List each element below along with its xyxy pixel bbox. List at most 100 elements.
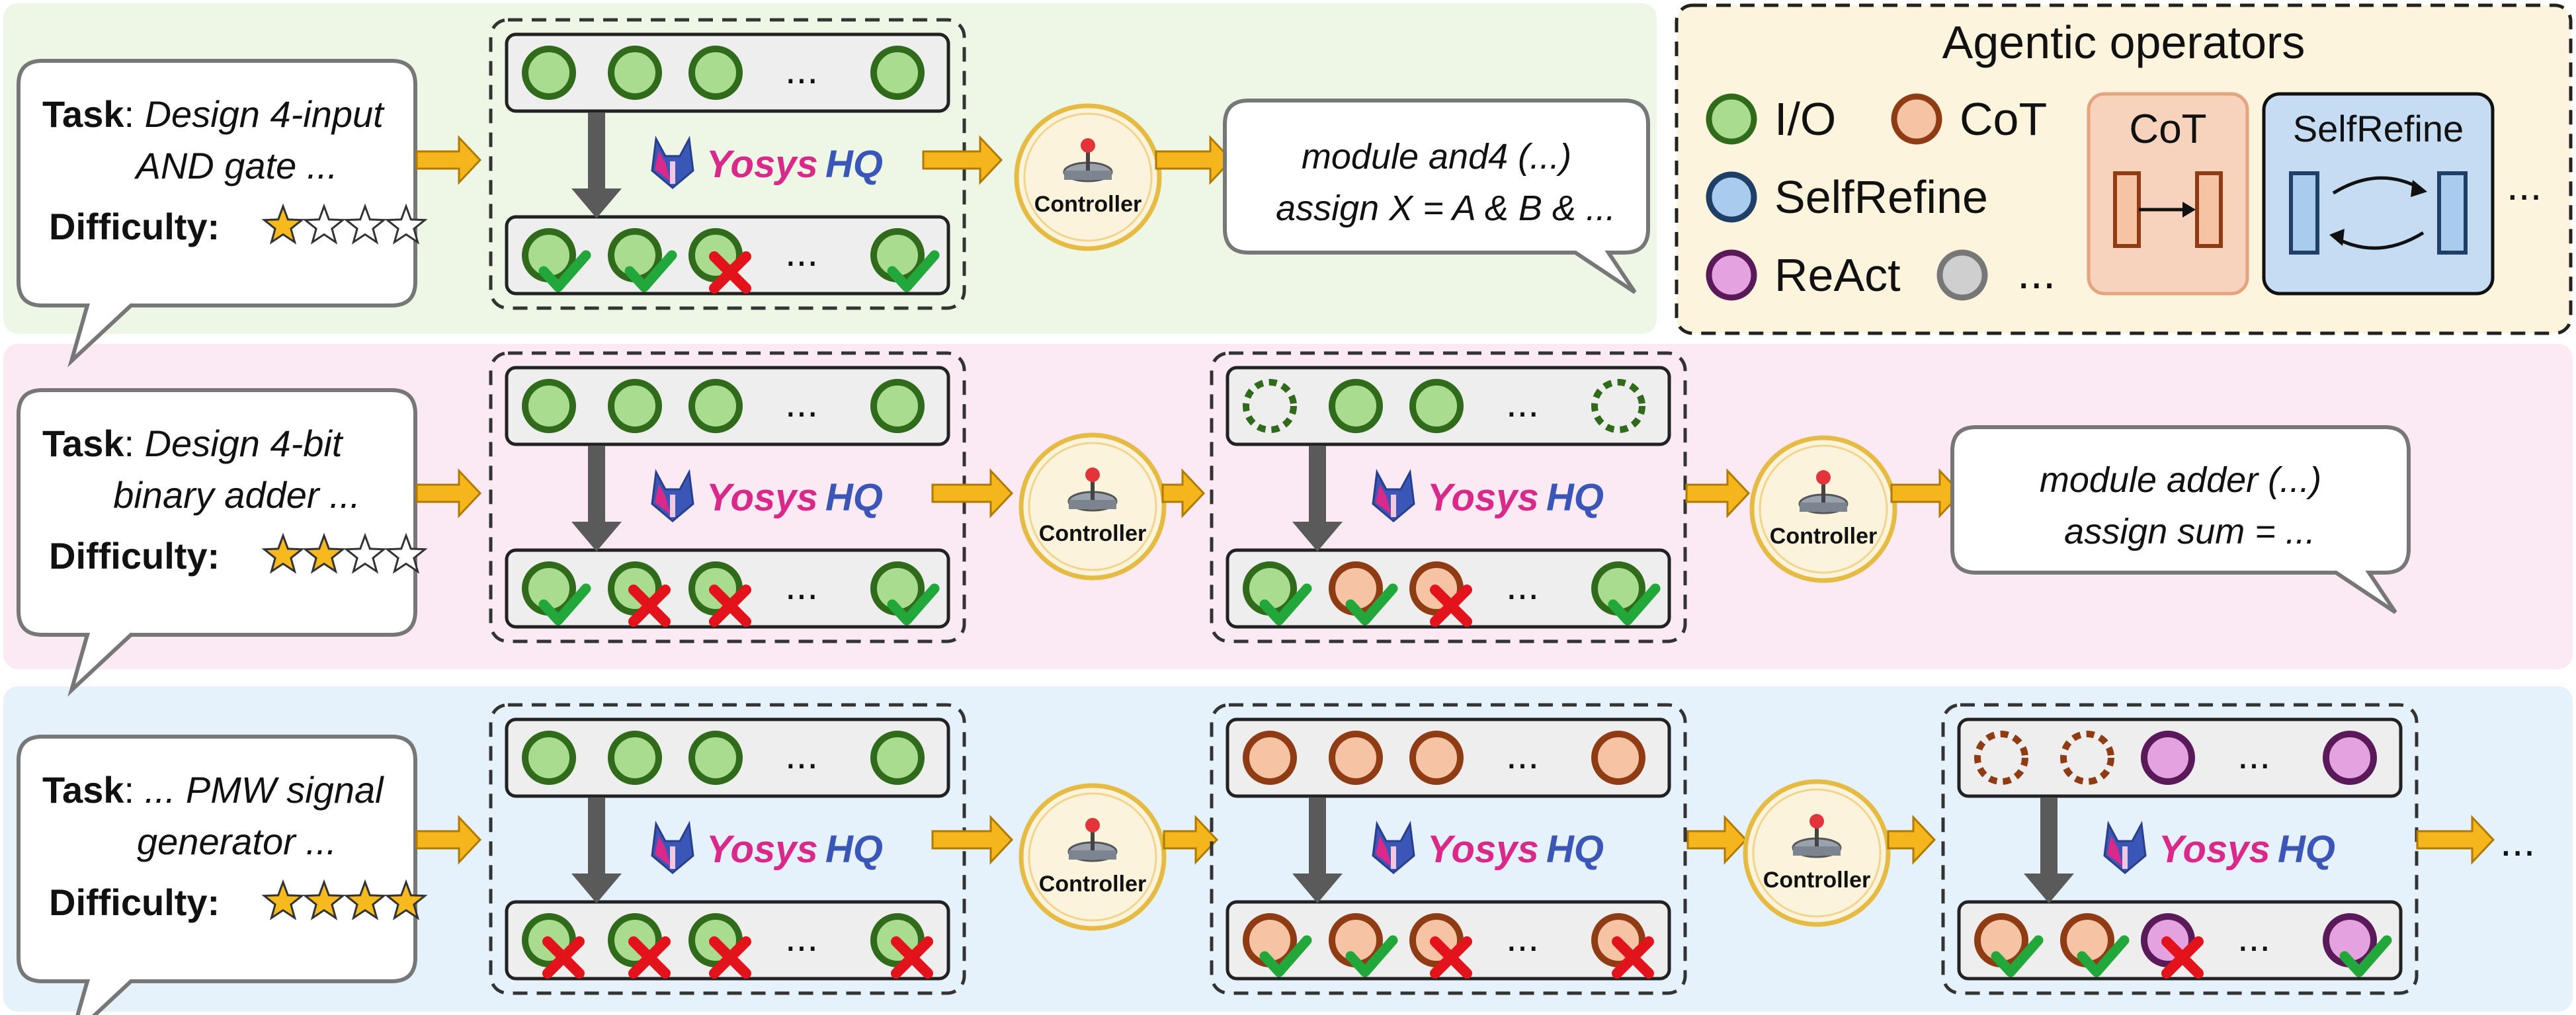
candidate-io-icon — [522, 46, 576, 100]
speech-bubble — [17, 388, 417, 697]
check-icon — [1259, 583, 1312, 626]
controller-label: Controller — [1039, 872, 1146, 897]
check-icon — [538, 583, 591, 626]
selfrefine-legend-label: SelfRefine — [1774, 171, 1988, 223]
candidate-io-icon — [688, 379, 743, 433]
difficulty-label: Difficulty: — [49, 535, 220, 577]
yosys-text: Yosys — [1427, 476, 1539, 519]
stage-dashed-box — [489, 351, 966, 643]
io-legend-label: I/O — [1774, 93, 1836, 145]
candidate-react-icon — [2141, 731, 2195, 785]
flow-arrow — [2416, 815, 2495, 865]
hq-text: HQ — [825, 828, 883, 871]
speech-bubble — [17, 735, 417, 1015]
cross-icon — [1612, 936, 1654, 979]
speech-bubble — [17, 59, 417, 368]
cot-operator-title: CoT — [2129, 106, 2206, 152]
controller-node: Controller — [1014, 103, 1162, 251]
hq-text: HQ — [1546, 476, 1604, 519]
cross-icon — [709, 251, 751, 294]
ellipsis-text: ... — [785, 733, 818, 777]
hq-text: HQ — [1546, 828, 1604, 871]
controller-node: Controller — [1018, 783, 1167, 931]
stage-dashed-box — [489, 703, 966, 995]
task-text-line1: Task: Design 4-bit — [42, 423, 344, 464]
flow-arrow — [931, 815, 1014, 865]
yosys-text: Yosys — [706, 828, 818, 871]
candidate-io-icon — [1409, 379, 1464, 433]
cross-icon — [891, 936, 933, 979]
flow-arrow — [415, 135, 482, 185]
output-bubble-1: module and4 (...)assign X = A & B & ... — [1223, 99, 1650, 294]
check-icon — [624, 250, 677, 292]
ellipsis-text: ... — [1506, 915, 1539, 959]
ellipsis-text: ... — [2237, 915, 2270, 959]
flow-arrow — [1686, 815, 1748, 865]
ellipsis-text: ... — [785, 915, 818, 959]
ellipsis-text: ... — [1506, 563, 1539, 608]
flow-arrow — [931, 468, 1014, 518]
controller-node: Controller — [1743, 779, 1891, 927]
candidate-io-icon — [1243, 379, 1297, 433]
controller-label: Controller — [1039, 521, 1146, 546]
star-empty-icon — [302, 203, 346, 245]
check-icon — [1259, 935, 1312, 977]
star-empty-icon — [384, 532, 428, 574]
check-icon — [1345, 935, 1398, 977]
cross-icon — [628, 936, 671, 979]
star-empty-icon — [343, 532, 387, 574]
cross-icon — [709, 936, 751, 979]
selfrefine-operator-box — [2262, 92, 2495, 296]
flow-arrow — [922, 135, 1003, 185]
task-text-line1: Task: ... PMW signal — [42, 769, 384, 811]
cross-icon — [1430, 585, 1472, 627]
yosys-text: Yosys — [2159, 828, 2270, 871]
candidate-io-icon — [1329, 379, 1383, 433]
task-text-line1: Task: Design 4-input — [42, 93, 385, 135]
candidate-io-icon — [870, 379, 925, 433]
star-filled-icon — [261, 879, 305, 920]
cross-icon — [628, 585, 671, 627]
star-filled-icon — [343, 879, 387, 920]
candidate-cot-icon — [1591, 731, 1645, 785]
check-icon — [887, 583, 940, 626]
ellipsis-text: ... — [785, 563, 818, 608]
difficulty-label: Difficulty: — [49, 881, 220, 923]
hq-text: HQ — [825, 476, 883, 519]
cross-icon — [709, 585, 751, 627]
stage-dashed-box — [489, 18, 966, 310]
candidate-io-icon — [688, 731, 743, 785]
star-empty-icon — [343, 203, 387, 245]
check-icon — [1991, 935, 2044, 977]
candidate-cot-icon — [2060, 731, 2114, 785]
react-legend-icon — [1706, 249, 1757, 301]
flow-arrow — [1155, 135, 1233, 185]
candidate-io-icon — [608, 379, 662, 433]
selfrefine-legend-icon — [1706, 171, 1757, 223]
cross-icon — [2161, 936, 2204, 979]
candidate-io-icon — [608, 731, 662, 785]
ellipsis-text: ... — [785, 230, 818, 274]
cross-icon — [1430, 936, 1472, 979]
controller-label: Controller — [1770, 524, 1877, 549]
ellipsis-text: ... — [1506, 733, 1539, 777]
stage-dashed-box — [1210, 703, 1687, 995]
controller-label: Controller — [1763, 868, 1870, 893]
star-filled-icon — [302, 532, 346, 574]
operator-box-more: ... — [2507, 161, 2542, 209]
hq-text: HQ — [825, 143, 883, 186]
io-legend-icon — [1706, 93, 1757, 145]
yosys-text: Yosys — [706, 143, 818, 186]
output-line1: module and4 (...) — [1302, 137, 1571, 177]
react-legend-label: ReAct — [1774, 249, 1901, 301]
yosys-text: Yosys — [1427, 828, 1539, 871]
flow-arrow — [415, 815, 482, 865]
controller-node: Controller — [1018, 432, 1167, 581]
candidate-cot-icon — [1974, 731, 2028, 785]
